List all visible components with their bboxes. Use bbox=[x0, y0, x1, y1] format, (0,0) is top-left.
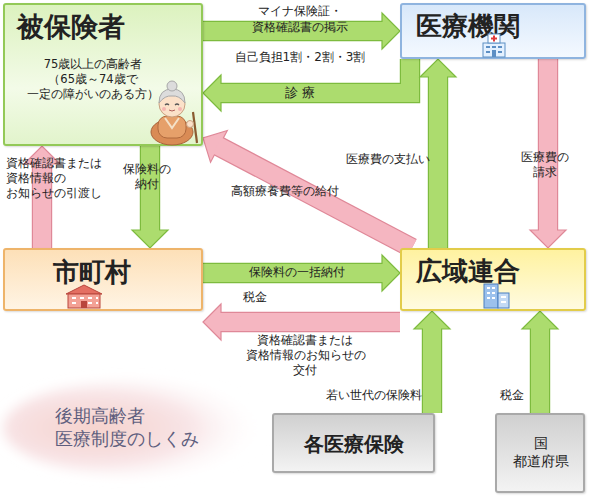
eyes bbox=[165, 104, 179, 105]
municipality-box: 市町村 bbox=[3, 248, 203, 311]
hair-bun bbox=[167, 81, 177, 91]
arrow-head bbox=[414, 311, 450, 329]
diagram-title: 後期高齢者 医療制度のしくみ bbox=[55, 404, 208, 451]
title-backdrop bbox=[3, 380, 267, 476]
flow-arrow bbox=[522, 311, 558, 413]
flow-arrow bbox=[203, 13, 400, 49]
cheek bbox=[162, 107, 166, 111]
collar bbox=[165, 118, 179, 128]
mouth bbox=[169, 110, 175, 111]
note-label: 税金 bbox=[243, 290, 267, 306]
arrow-head bbox=[203, 304, 221, 340]
arrow-head bbox=[382, 13, 400, 49]
flow-arrow bbox=[132, 146, 168, 248]
door bbox=[81, 301, 87, 308]
jacket bbox=[158, 116, 186, 138]
arrow-shaft bbox=[203, 22, 384, 40]
arrow-head bbox=[522, 311, 558, 329]
arrow-head bbox=[420, 59, 456, 77]
head bbox=[159, 91, 185, 117]
medical-institution-box: 医療機関 bbox=[400, 3, 586, 59]
arrow-shaft bbox=[33, 162, 51, 248]
red-cross bbox=[491, 36, 497, 42]
node-title: 広域連合 bbox=[416, 255, 520, 289]
arrow-shaft bbox=[539, 59, 557, 232]
arrow-head bbox=[530, 230, 566, 248]
flow-arrow bbox=[203, 304, 400, 340]
flow-arrow bbox=[420, 59, 456, 248]
roof bbox=[66, 285, 102, 294]
windows bbox=[72, 298, 98, 303]
arrow-head bbox=[382, 255, 400, 291]
node-note: 75歳以上の高齢者 （65歳～74歳で 一定の障がいのある方） bbox=[27, 57, 159, 102]
elderly-person-illustration bbox=[151, 81, 197, 145]
arrow-shaft bbox=[429, 75, 447, 248]
flow-label: 医療費の支払い bbox=[346, 152, 430, 167]
arrow-head bbox=[132, 230, 168, 248]
body bbox=[151, 119, 193, 145]
arrow-shaft bbox=[219, 313, 400, 331]
tower bbox=[484, 284, 498, 308]
insured-person-box: 被保険者 75歳以上の高齢者 （65歳～74歳で 一定の障がいのある方） bbox=[3, 3, 203, 146]
hand bbox=[187, 121, 194, 128]
flow-label: 税金 bbox=[500, 388, 524, 404]
node-title: 各医療保険 bbox=[304, 431, 404, 457]
cane bbox=[193, 112, 197, 143]
flow-arrow bbox=[203, 59, 410, 111]
annex bbox=[498, 293, 509, 308]
arrow-shaft bbox=[217, 145, 412, 248]
flow-arrow bbox=[203, 130, 412, 248]
arrow-shaft bbox=[423, 327, 441, 413]
flow-label: 資格確認書または 資格情報のお知らせの 交付 bbox=[246, 333, 364, 378]
windows bbox=[487, 288, 506, 302]
node-title: 市町村 bbox=[53, 256, 131, 290]
hair bbox=[159, 89, 185, 103]
node-title: 医療機関 bbox=[416, 10, 520, 44]
arrow-shaft bbox=[219, 59, 410, 93]
arrow-shaft bbox=[141, 146, 159, 232]
flow-arrow bbox=[24, 146, 60, 248]
cheek bbox=[178, 107, 182, 111]
node-title: 被保険者 bbox=[17, 9, 125, 44]
arrow-head bbox=[24, 146, 60, 164]
flow-arrow bbox=[203, 255, 400, 291]
hospital-sign bbox=[488, 34, 500, 43]
arrow-shaft bbox=[531, 327, 549, 413]
flow-arrow bbox=[414, 311, 450, 413]
arrow-head bbox=[203, 75, 221, 111]
node-title: 国 都道府県 bbox=[510, 434, 573, 470]
office-building-icon bbox=[484, 284, 509, 308]
hospital-building bbox=[483, 43, 505, 57]
note-label: 自己負担1割・2割・3割 bbox=[235, 50, 366, 66]
flow-arrow bbox=[530, 59, 566, 248]
hall-building bbox=[68, 294, 100, 308]
wide-area-union-box: 広域連合 bbox=[400, 248, 586, 311]
arrow-shaft bbox=[203, 264, 384, 282]
windows bbox=[486, 47, 502, 52]
government-box: 国 都道府県 bbox=[495, 413, 585, 493]
hospital-icon bbox=[483, 34, 505, 57]
health-insurers-box: 各医療保険 bbox=[272, 413, 435, 473]
door bbox=[492, 50, 496, 57]
flow-label: 若い世代の保険料 bbox=[326, 388, 422, 404]
city-hall-icon bbox=[66, 285, 102, 308]
